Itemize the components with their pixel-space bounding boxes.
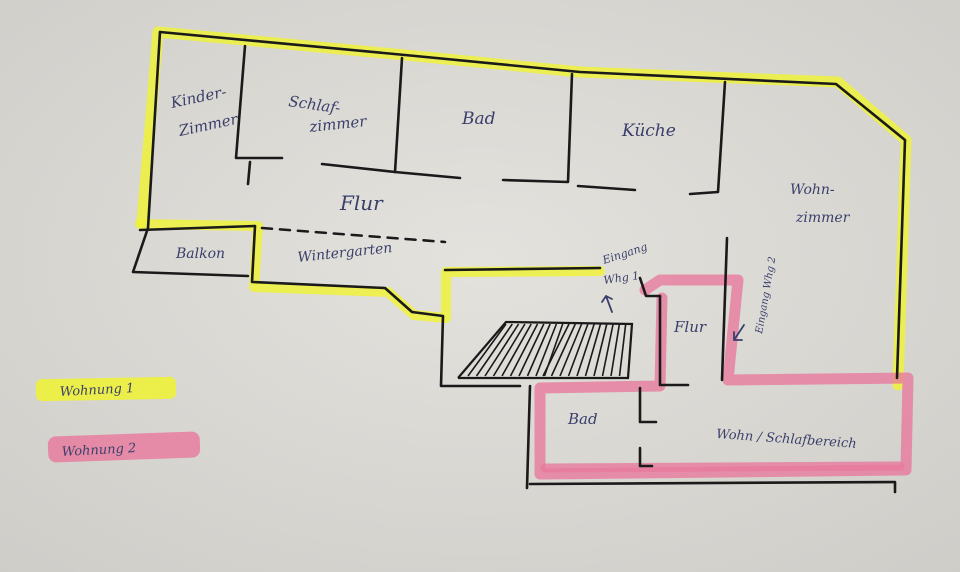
- wall-stair-top: [443, 266, 602, 272]
- wall-bad-return: [393, 170, 462, 180]
- legend-wohnung-2-swatch: [47, 431, 201, 463]
- stair-step: [584, 323, 602, 377]
- stair-step: [610, 323, 621, 377]
- legend-wohnung-1-swatch: [35, 376, 177, 402]
- staircase-steps: [467, 323, 633, 377]
- dashed-wintergarten-line: [260, 226, 447, 244]
- wohnung-2-top-highlight: [534, 274, 914, 480]
- stair-step: [618, 323, 627, 377]
- label-eingang-1-line2: Whg 1: [603, 269, 640, 287]
- wall-kueche-wohn: [688, 80, 727, 196]
- wohnung-2-bottom-highlight: [540, 461, 905, 473]
- wall-wohn-divider: [720, 236, 729, 382]
- stair-step: [593, 323, 608, 377]
- staircase: [457, 320, 634, 380]
- eingang-1-arrow: [601, 294, 613, 313]
- label-wohnzimmer-2: zimmer: [795, 210, 851, 226]
- stair-step: [526, 323, 551, 377]
- walls: [131, 30, 907, 494]
- stair-step: [467, 323, 507, 377]
- stair-step: [542, 323, 570, 377]
- stair-step: [576, 323, 595, 377]
- wall-flur-2: [658, 294, 690, 387]
- entry-arrows: [601, 294, 745, 341]
- legend-wohnung-1-label: Wohnung 1: [59, 381, 134, 400]
- wall-kueche-bottom: [576, 184, 637, 192]
- label-flur-2: Flur: [673, 318, 707, 336]
- wall-bad-kueche: [501, 72, 574, 184]
- wall-bad-2-bottom: [638, 446, 654, 468]
- label-wohnzimmer-1: Wohn-: [790, 182, 835, 198]
- wall-balcony-top: [138, 224, 257, 232]
- stair-step: [567, 323, 589, 377]
- stair-step: [627, 323, 633, 377]
- stair-step: [501, 323, 532, 377]
- label-balkon: Balkon: [175, 246, 225, 262]
- label-bad-2: Bad: [567, 410, 598, 428]
- wall-kinder-schlaf-2: [246, 160, 252, 186]
- stair-step: [518, 323, 545, 377]
- eingang-2-arrow: [733, 324, 745, 341]
- wall-eingang-2: [638, 276, 662, 298]
- legend: Wohnung 1 Wohnung 2: [35, 376, 201, 463]
- stair-step: [475, 323, 513, 377]
- label-kueche: Küche: [621, 121, 676, 141]
- stair-step: [535, 323, 558, 377]
- outer-wall-left: [131, 30, 250, 278]
- wall-lower-left: [525, 384, 532, 490]
- stair-step: [492, 323, 526, 377]
- stair-step: [509, 323, 539, 377]
- stair-step: [601, 323, 614, 377]
- stair-step: [559, 323, 583, 377]
- wohnung-2-highlight: [534, 274, 914, 480]
- wall-balcony-right: [250, 224, 522, 388]
- legend-wohnung-2-label: Wohnung 2: [61, 441, 136, 460]
- wall-kinder-schlaf: [234, 44, 284, 160]
- label-bad: Bad: [461, 109, 496, 129]
- outer-wall-top-right: [158, 30, 907, 380]
- wall-bad-2-right: [638, 386, 658, 424]
- stair-step: [550, 323, 577, 377]
- stair-step: [484, 323, 520, 377]
- wall-lower-bottom: [528, 480, 897, 494]
- label-flur: Flur: [339, 191, 384, 215]
